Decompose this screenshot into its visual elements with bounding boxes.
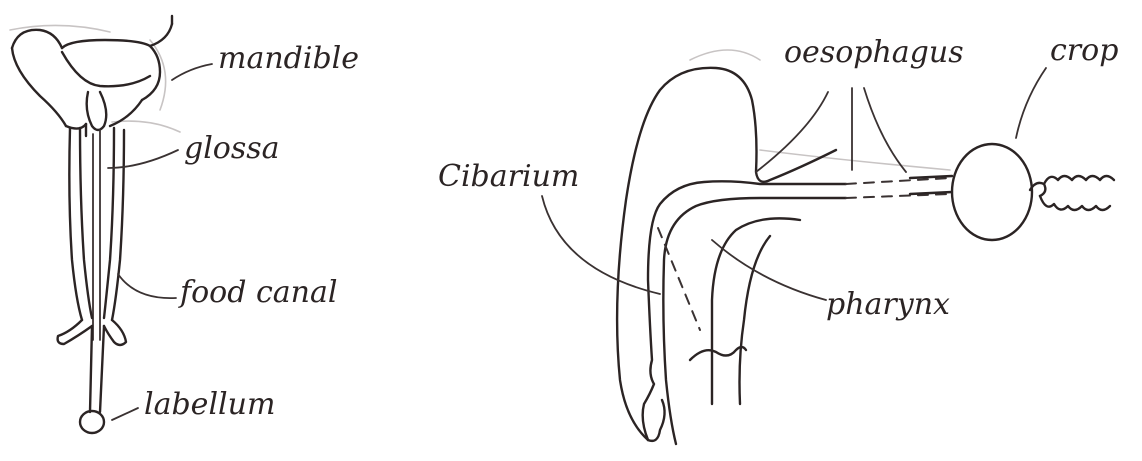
label-pharynx: pharynx bbox=[826, 287, 950, 322]
pharynx-leader bbox=[712, 240, 826, 300]
crop-shape bbox=[952, 144, 1114, 240]
label-food-canal: food canal bbox=[178, 275, 337, 310]
glossa-shape bbox=[66, 92, 106, 340]
mandible-leader bbox=[172, 64, 212, 80]
food-canal-shape bbox=[58, 128, 126, 345]
label-mandible: mandible bbox=[218, 41, 359, 76]
labellum-shape bbox=[80, 326, 104, 433]
label-glossa: glossa bbox=[184, 131, 280, 166]
food-canal-leader bbox=[118, 274, 176, 298]
glossa-leader bbox=[108, 150, 178, 168]
label-cibarium: Cibarium bbox=[438, 159, 579, 194]
pharynx-shape bbox=[658, 198, 846, 444]
cibarium-leader bbox=[542, 196, 660, 294]
digestive-tract-drawing bbox=[542, 50, 1114, 444]
head-capsule-shape bbox=[617, 68, 846, 441]
oesophagus-leader-3 bbox=[864, 88, 906, 172]
labellum-leader bbox=[112, 408, 138, 420]
label-crop: crop bbox=[1050, 33, 1118, 68]
label-labellum: labellum bbox=[144, 387, 275, 422]
crop-leader bbox=[1016, 68, 1046, 138]
mandible-shape bbox=[12, 16, 172, 126]
mouthparts-drawing bbox=[10, 16, 212, 433]
oesophagus-shape bbox=[846, 176, 952, 198]
label-oesophagus: oesophagus bbox=[784, 35, 964, 70]
